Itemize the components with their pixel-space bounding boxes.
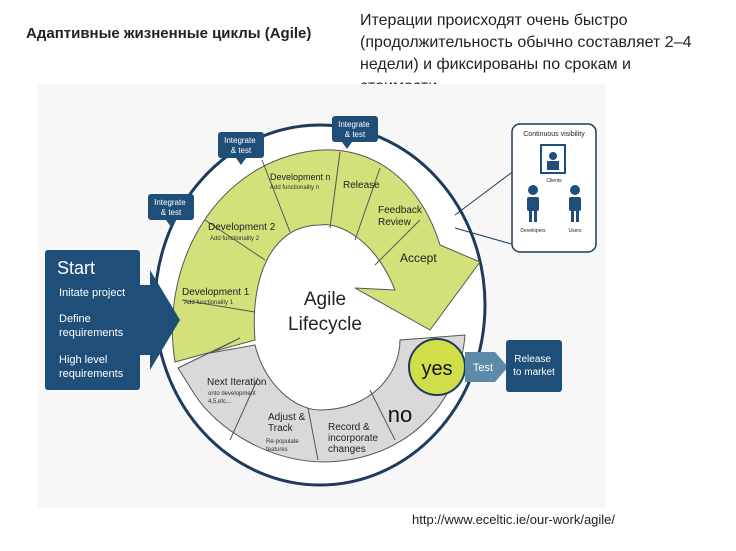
divider (261, 159, 291, 233)
segment-label-line: Feedback (378, 205, 423, 216)
start-title: Start (57, 258, 96, 278)
segment-label: Record & incorporate changes (328, 422, 381, 455)
yes-label: yes (421, 358, 452, 380)
segment-sublabel: Add functionality 1 (184, 300, 234, 306)
tag-text-line: & test (345, 130, 366, 139)
subtitle-line: (продолжительность обычно составляет 2–4 (360, 34, 692, 51)
divider (329, 151, 341, 229)
segment-label-line: Adjust & (268, 412, 306, 423)
developer-body (527, 197, 539, 211)
clients-label: Clients (546, 178, 562, 184)
iteration-arc-yellow (171, 149, 481, 363)
tag-text-line: & test (231, 146, 252, 155)
connector-line (454, 169, 516, 216)
segment-label: Development n (270, 172, 331, 182)
segment-label: Release (343, 180, 380, 191)
segment-label-line: incorporate (328, 433, 378, 444)
tag-pointer (166, 220, 176, 227)
center-title: Agile (304, 289, 346, 310)
user-leg (576, 210, 579, 222)
segment-label: Next Iteration (207, 377, 266, 388)
tag-pointer (342, 142, 352, 149)
segment-sublabel: Add functionality n (270, 185, 319, 191)
test-arrow (465, 352, 508, 382)
tag-text-line: Integrate (154, 198, 186, 207)
test-label: Test (473, 362, 493, 374)
tag-text-line: Integrate (338, 120, 370, 129)
segment-label: Development 2 (208, 222, 276, 233)
tag-text: Integrate & test (224, 136, 258, 155)
segment-sublabel-line: onto development (208, 391, 256, 397)
release-label-line: Release (514, 354, 551, 365)
tag-box (148, 194, 194, 220)
tag-text-line: Integrate (224, 136, 256, 145)
developer-leg (534, 210, 537, 222)
tag-text: Integrate & test (338, 120, 372, 139)
start-item: Define requirements (59, 313, 124, 339)
segment-sublabel: Re-populate features (266, 439, 300, 453)
segment-label: Feedback Review (378, 205, 425, 228)
developers-label: Developers (520, 228, 546, 234)
divider (307, 407, 319, 461)
visibility-title: Continuous visibility (523, 131, 585, 138)
divider (354, 167, 381, 241)
subtitle-line: недели) и фиксированы по срокам и (360, 56, 631, 73)
client-head (549, 152, 557, 160)
segment-label-line: changes (328, 444, 366, 455)
integrate-test-tag: Integrate & test (332, 116, 378, 149)
segment-label: Development 1 (182, 287, 250, 298)
developer-leg (529, 210, 532, 222)
visibility-panel (511, 123, 597, 253)
divider (229, 377, 259, 441)
segment-sublabel-line: 4,5,etc... (208, 399, 231, 405)
segment-label: Adjust & Track (268, 412, 308, 434)
tag-box (332, 116, 378, 142)
center-title: Lifecycle (288, 314, 362, 335)
subtitle: Итерации происходят очень быстро (продол… (360, 10, 720, 98)
user-head (570, 185, 580, 195)
segment-sublabel: Add functionality 2 (210, 236, 260, 242)
user-leg (571, 210, 574, 222)
start-item: High level requirements (59, 354, 124, 380)
release-label-line: to market (513, 367, 555, 378)
page-title: Адаптивные жизненные циклы (Agile) (26, 25, 312, 42)
users-label: Users (568, 228, 582, 234)
release-label: Release to market (513, 354, 555, 378)
segment-label-line: Record & (328, 422, 370, 433)
segment-sublabel-line: features (266, 447, 288, 453)
tag-text: Integrate & test (154, 198, 188, 217)
user-body (569, 197, 581, 211)
start-arrow (140, 270, 180, 370)
developer-head (528, 185, 538, 195)
release-box (506, 340, 562, 392)
segment-label-line: Review (378, 217, 412, 228)
tag-pointer (236, 158, 246, 165)
segment-sublabel-line: Re-populate (266, 439, 299, 445)
integrate-test-tag: Integrate & test (148, 194, 194, 227)
segment-sublabel: onto development 4,5,etc... (208, 391, 257, 405)
divider (204, 219, 266, 261)
integrate-test-tag: Integrate & test (218, 132, 264, 165)
segment-label-line: Track (268, 423, 294, 434)
start-item: Initate project (59, 287, 126, 299)
divider (374, 219, 421, 266)
tag-text-line: & test (161, 208, 182, 217)
source-url: http://www.eceltic.ie/our-work/agile/ (412, 512, 616, 527)
segment-label: Accept (400, 251, 437, 265)
start-box: Start Initate project Define requirement… (45, 250, 140, 390)
tag-box (218, 132, 264, 158)
subtitle-line: Итерации происходят очень быстро (360, 12, 628, 29)
divider (369, 389, 396, 441)
user-icon (569, 185, 581, 222)
connector-line (454, 227, 516, 246)
developer-icon (527, 185, 539, 222)
client-body (547, 161, 559, 170)
iteration-arc-gray (177, 334, 466, 463)
no-label: no (388, 402, 412, 427)
divider (181, 299, 256, 313)
